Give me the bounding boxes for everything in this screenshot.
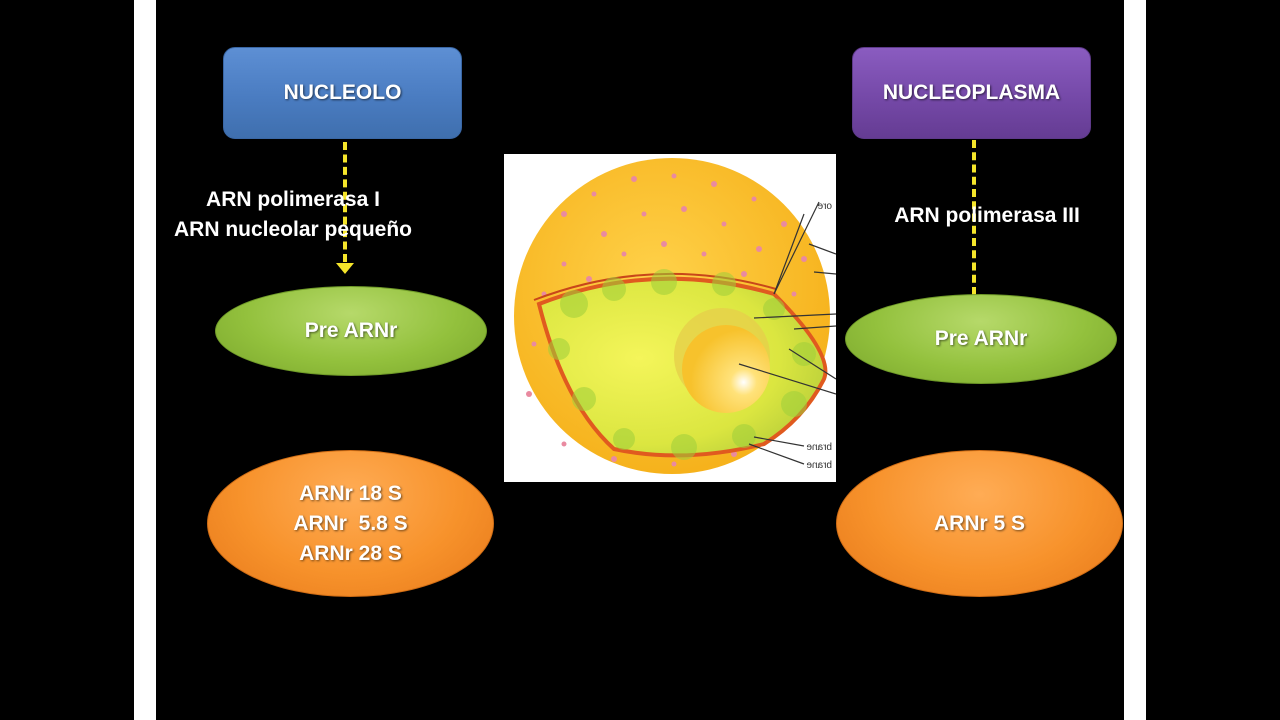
nucleolo-enzyme-labels: ARN polimerasa I ARN nucleolar pequeño — [163, 185, 423, 245]
nucleus-illustration-svg: ore brane brane — [514, 158, 836, 474]
pore-dots — [526, 173, 807, 467]
left-pre-rrna-label: Pre ARNr — [304, 319, 398, 342]
nucleoplasma-box: NUCLEOPLASMA — [852, 47, 1091, 139]
enzyme-label-pol1: ARN polimerasa I — [206, 188, 380, 211]
enzyme-label-pol3: ARN polimerasa III — [894, 204, 1080, 227]
rrna-28s-label: ARNr 28 S — [299, 541, 402, 565]
nucleoplasma-enzyme-labels: ARN polimerasa III — [877, 201, 1097, 231]
nucleoplasma-dashed-line — [972, 140, 976, 295]
right-pre-rrna-ellipse: Pre ARNr — [845, 294, 1117, 384]
label-pointer-lines — [738, 201, 836, 465]
rrna-5-8s-label: ARNr 5.8 S — [293, 511, 408, 535]
chromatin-mottle — [548, 269, 816, 460]
rrna-5s-label: ARNr 5 S — [933, 511, 1026, 535]
rrna-18s-label: ARNr 18 S — [299, 481, 402, 505]
nucleolo-dashed-arrow — [343, 142, 347, 262]
nucleoplasma-title: NUCLEOPLASMA — [882, 81, 1061, 104]
enzyme-label-snorna: ARN nucleolar pequeño — [173, 218, 413, 241]
nucleolo-box: NUCLEOLO — [223, 47, 462, 139]
label-fragment-brane-1: brane — [806, 442, 832, 453]
right-pre-rrna-label: Pre ARNr — [934, 327, 1028, 350]
left-rrna-products-ellipse: ARNr 18 S ARNr 5.8 S ARNr 28 S — [207, 450, 494, 597]
nucleus-illustration: ore brane brane — [504, 154, 836, 482]
label-fragment-brane-2: brane — [806, 460, 832, 471]
nucleolo-arrow-head — [336, 263, 354, 274]
left-white-border — [134, 0, 156, 720]
nucleolus — [682, 325, 770, 413]
left-pre-rrna-ellipse: Pre ARNr — [215, 286, 487, 376]
right-white-border — [1124, 0, 1146, 720]
label-fragment-ore: ore — [817, 201, 832, 212]
right-rrna-products-ellipse: ARNr 5 S — [836, 450, 1123, 597]
nucleolo-title: NUCLEOLO — [283, 81, 402, 104]
